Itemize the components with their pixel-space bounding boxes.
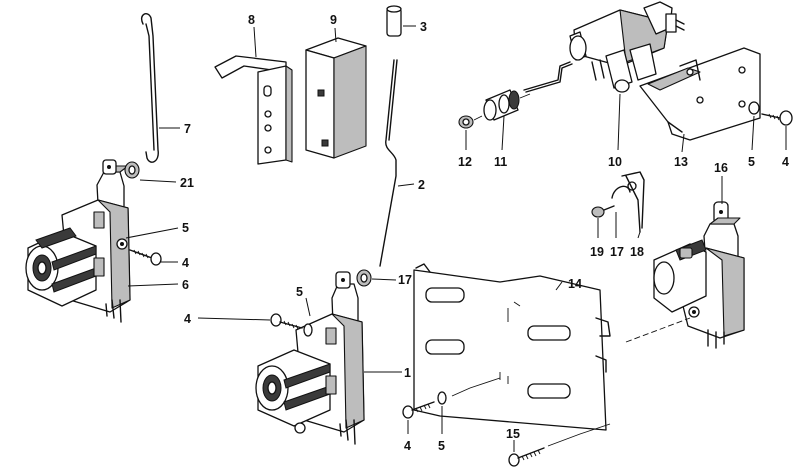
part-8-bracket [214, 55, 293, 165]
part-16-actuator-right [653, 201, 745, 349]
part-9-control-module [305, 37, 367, 159]
callout-labels: 8 9 3 7 21 5 4 6 2 17 5 4 1 14 4 5 15 12… [180, 13, 789, 453]
assembly-line-bottom [451, 377, 501, 397]
part-12-cap [458, 115, 474, 129]
label-18: 18 [630, 245, 644, 259]
part-13-bracket [639, 47, 761, 141]
label-19: 19 [590, 245, 604, 259]
label-6: 6 [182, 278, 189, 292]
label-7: 7 [184, 122, 191, 136]
part-3-rod-cap [386, 5, 402, 37]
label-1: 1 [404, 366, 411, 380]
part-7-rod [141, 13, 159, 163]
label-10: 10 [608, 155, 622, 169]
part-5-washer-bottom [437, 391, 447, 405]
part-6-actuator-left [25, 159, 131, 323]
label-5-bottom: 5 [438, 439, 445, 453]
part-4-screw-top-right [761, 110, 793, 126]
assembly-line-right [625, 317, 691, 343]
leader-lines [125, 25, 787, 452]
label-14: 14 [568, 277, 582, 291]
label-16: 16 [714, 161, 728, 175]
label-4-top-right: 4 [782, 155, 789, 169]
part-11-bushing [483, 89, 520, 121]
part-21-grommet [124, 161, 140, 179]
part-14-mounting-plate [413, 263, 611, 431]
assembly-line-bottom-right [547, 423, 611, 447]
part-17-grommet-center [356, 269, 372, 287]
part-1-actuator-center [255, 271, 365, 445]
label-3: 3 [420, 20, 427, 34]
label-5-left: 5 [182, 221, 189, 235]
part-2-connecting-rod [379, 59, 398, 267]
label-12: 12 [458, 155, 472, 169]
label-4-center: 4 [184, 312, 191, 326]
label-11: 11 [494, 155, 507, 169]
part-19-clip [591, 205, 615, 218]
part-17-grommet-right [611, 181, 637, 199]
part-4-screw-left-actuator [129, 249, 162, 266]
label-17-right: 17 [610, 245, 624, 259]
label-4-left: 4 [182, 256, 189, 270]
label-13: 13 [674, 155, 688, 169]
label-5-top-right: 5 [748, 155, 755, 169]
part-5-washer-top-right [748, 101, 760, 115]
part-18-rod [621, 171, 645, 233]
label-2: 2 [418, 178, 425, 192]
label-4-bottom: 4 [404, 439, 411, 453]
label-5-center: 5 [296, 285, 303, 299]
part-4-screw-center [270, 313, 303, 330]
label-21: 21 [180, 176, 194, 190]
label-15: 15 [506, 427, 520, 441]
label-8: 8 [248, 13, 255, 27]
label-17-center: 17 [398, 273, 412, 287]
assembly-line-top [473, 93, 531, 121]
part-5-washer-center [303, 323, 313, 337]
part-4-screw-bottom [402, 401, 435, 419]
part-10-switch-assembly [523, 1, 685, 93]
label-9: 9 [330, 13, 337, 27]
part-15-screw [508, 447, 545, 467]
